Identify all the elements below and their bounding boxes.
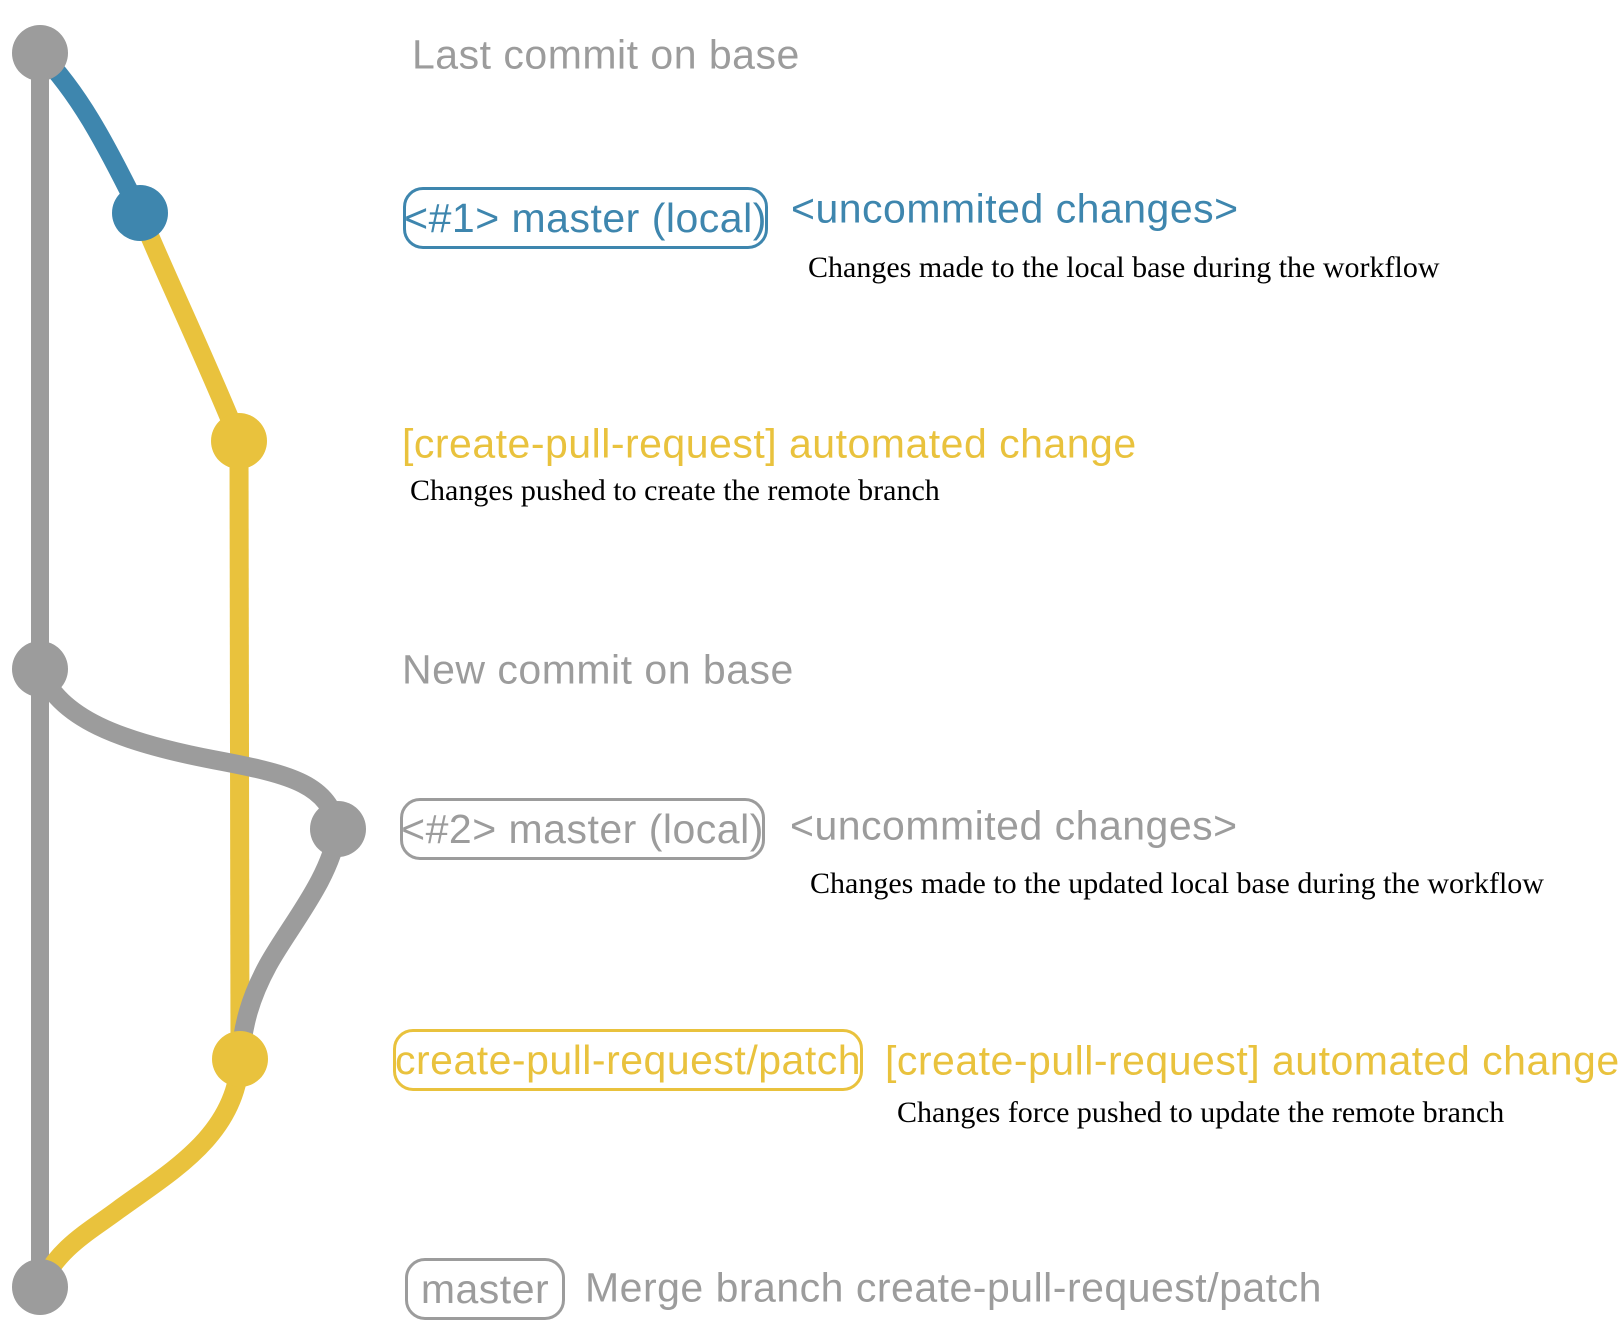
new-commit-label: New commit on base xyxy=(402,646,794,693)
patch-commit-2-label: [create-pull-request] automated change xyxy=(885,1037,1618,1084)
commit-node-new-commit-on-base xyxy=(12,641,68,697)
patch-branch-badge: create-pull-request/patch xyxy=(393,1029,863,1091)
commit-node-last-commit-on-base xyxy=(12,25,68,81)
patch-merge-edge xyxy=(31,1058,250,1292)
local-master-2-note: <uncommited changes> xyxy=(790,802,1238,849)
local-master-1-caption: Changes made to the local base during th… xyxy=(808,251,1440,284)
master-badge: master xyxy=(405,1258,565,1320)
patch-branch-line xyxy=(229,440,250,1060)
commit-node-patch-commit-1 xyxy=(211,413,267,469)
local-master-1-badge: <#1> master (local) xyxy=(403,187,768,249)
last-commit-label: Last commit on base xyxy=(412,31,800,78)
base-to-local2-edge xyxy=(31,665,348,832)
patch-commit-1-label: [create-pull-request] automated change xyxy=(402,420,1137,467)
commit-node-patch-commit-2 xyxy=(212,1031,268,1087)
commit-node-local-master-2 xyxy=(310,801,366,857)
local-master-1-note: <uncommited changes> xyxy=(791,185,1239,232)
git-graph xyxy=(12,25,366,1315)
commit-node-merge-commit xyxy=(12,1259,68,1315)
patch-branch-edge-from-local xyxy=(131,209,248,445)
local2-to-patch-edge xyxy=(230,827,348,1060)
commit-node-local-master-1 xyxy=(112,185,168,241)
merge-commit-label: Merge branch create-pull-request/patch xyxy=(585,1264,1322,1311)
patch-commit-2-caption: Changes force pushed to update the remot… xyxy=(897,1096,1505,1129)
local-master-2-badge: <#2> master (local) xyxy=(400,798,765,860)
local-master-2-caption: Changes made to the updated local base d… xyxy=(810,867,1544,900)
local-master-branch-edge xyxy=(33,46,149,218)
patch-commit-1-caption: Changes pushed to create the remote bran… xyxy=(410,474,940,507)
